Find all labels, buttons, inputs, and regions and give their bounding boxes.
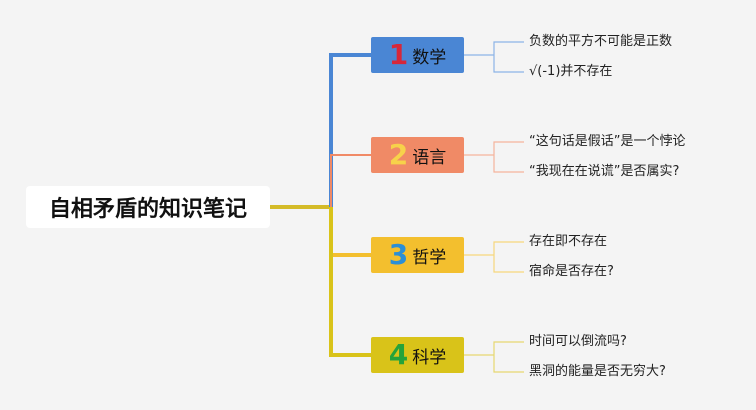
leaf-connector-line (493, 55, 524, 73)
branch-node-philosophy[interactable]: 3 哲学 (371, 237, 464, 273)
branch-node-science[interactable]: 4 科学 (371, 337, 464, 373)
branch-number: 4 (388, 338, 409, 371)
leaf-node[interactable]: “我现在在说谎”是否属实? (529, 164, 680, 179)
branch-connector-line (329, 53, 371, 207)
branch-label: 语言 (412, 147, 447, 168)
root-title: 自相矛盾的知识笔记 (48, 197, 247, 222)
branch-number: 1 (388, 38, 409, 71)
leaf-connector-line (493, 355, 524, 373)
leaf-connector-line (493, 41, 524, 55)
leaf-connector-line (493, 241, 524, 255)
branch-connector-line (329, 207, 371, 357)
branch-label: 数学 (412, 47, 447, 68)
leaf-node[interactable]: 负数的平方不可能是正数 (529, 34, 673, 49)
leaf-connector-line (493, 255, 524, 273)
branch-label: 科学 (412, 347, 447, 368)
leaf-connector-line (493, 341, 524, 355)
leaf-node[interactable]: 存在即不存在 (529, 234, 608, 249)
leaf-node[interactable]: 黑洞的能量是否无穷大? (529, 364, 666, 379)
branch-connector-line (330, 154, 371, 207)
leaf-node[interactable]: √(-1)并不存在 (529, 64, 613, 79)
leaf-node[interactable]: “这句话是假话”是一个悖论 (529, 134, 686, 149)
branch-number: 3 (388, 238, 409, 271)
leaf-node[interactable]: 宿命是否存在? (529, 264, 614, 279)
branch-number: 2 (388, 138, 409, 171)
branch-connector-line (329, 207, 371, 257)
leaf-connector-line (493, 141, 524, 155)
branch-node-math[interactable]: 1 数学 (371, 37, 464, 73)
leaf-node[interactable]: 时间可以倒流吗? (529, 334, 627, 349)
leaf-connector-line (493, 155, 524, 173)
root-node[interactable]: 自相矛盾的知识笔记 (26, 186, 270, 228)
branch-label: 哲学 (412, 247, 447, 268)
branch-node-language[interactable]: 2 语言 (371, 137, 464, 173)
